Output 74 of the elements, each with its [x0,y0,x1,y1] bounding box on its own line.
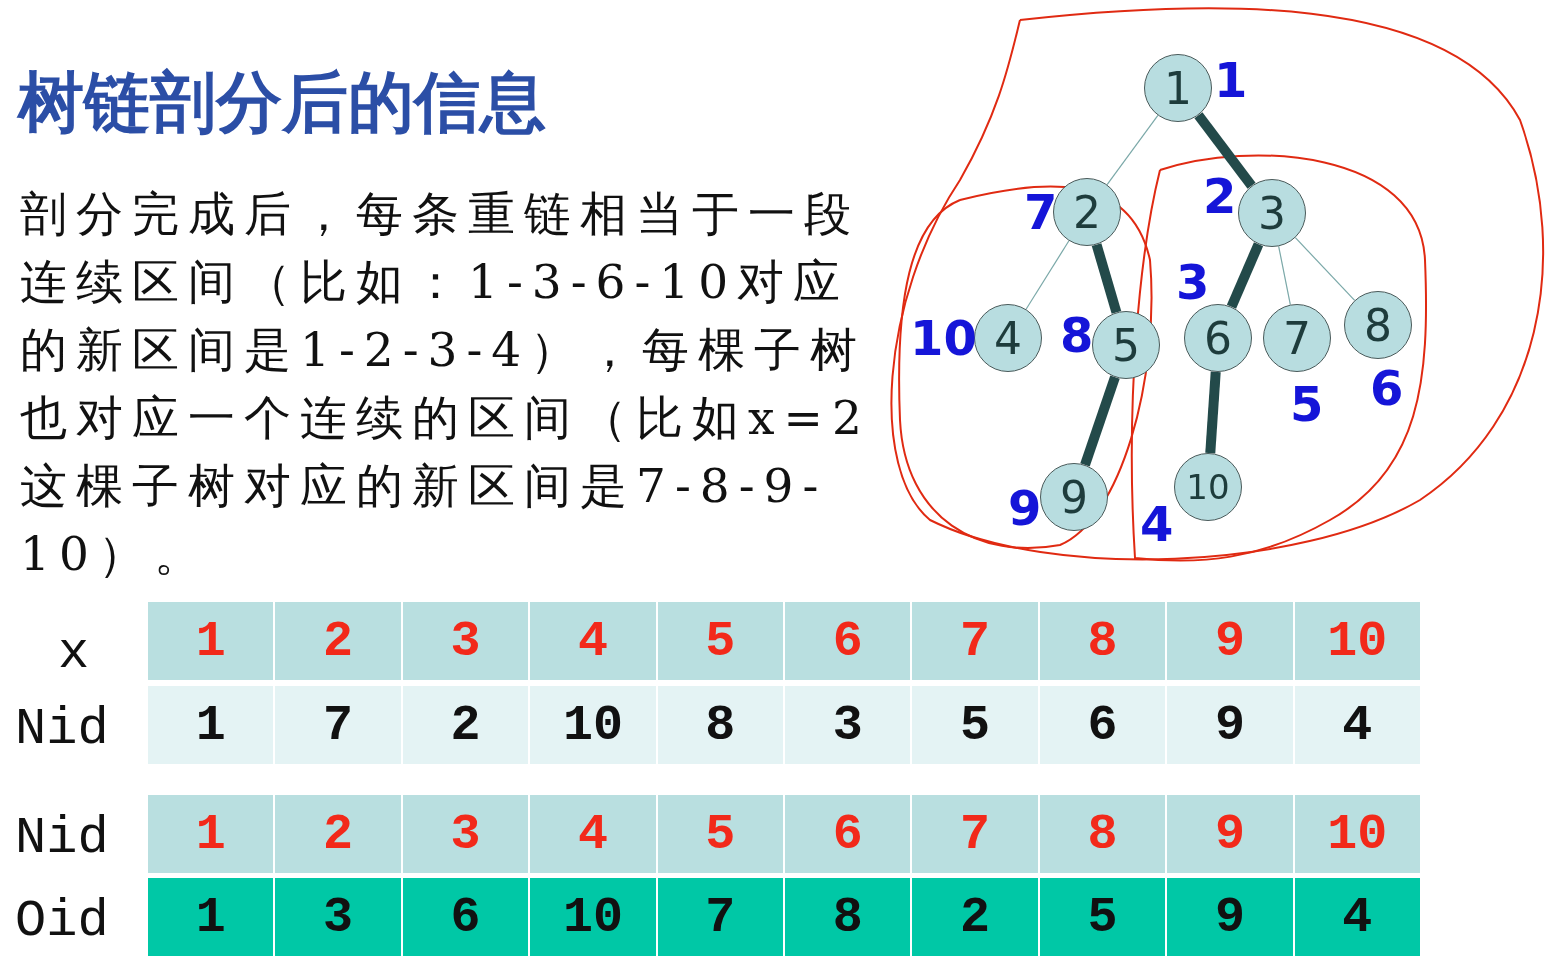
table-cell: 3 [402,795,529,873]
row-header: Nid [15,704,109,756]
table-cell: 1 [148,602,274,680]
table-cell: 4 [1294,878,1420,956]
row-header: Nid [15,813,109,865]
heavy-edge [1194,112,1256,189]
table-cell: 3 [785,686,911,764]
table-cell: 10 [530,878,656,956]
tree-node-circle: 7 [1263,304,1331,372]
table-cell: 8 [1039,602,1166,680]
table-cell: 7 [912,795,1038,873]
tree-node-circle: 2 [1053,178,1121,246]
table-cell: 3 [402,602,529,680]
table-cell: 7 [275,686,401,764]
table-cell: 5 [657,795,783,873]
table-cell: 5 [912,686,1038,764]
table-cell: 4 [530,795,656,873]
table-cell: 10 [1294,795,1420,873]
heavy-edge [1226,242,1264,309]
table-cell: 9 [1167,795,1293,873]
tree-node-circle: 3 [1238,179,1306,247]
row-header: x [58,628,90,680]
new-index-annotation: 3 [1176,258,1210,306]
tree-node-circle: 10 [1174,453,1242,521]
table-cell: 5 [657,602,783,680]
table-cell: 2 [912,878,1038,956]
tree-node-circle: 5 [1092,311,1160,379]
row-header: Oid [15,896,109,948]
table-cell: 2 [275,602,401,680]
tree-node-circle: 1 [1144,54,1212,122]
table-cell: 9 [1167,602,1293,680]
table-cell: 10 [1294,602,1420,680]
table-cell: 2 [402,686,529,764]
light-edge [1278,245,1291,306]
table-cell: 1 [148,686,274,764]
table-cell: 1 [148,795,274,873]
tree-node-circle: 6 [1184,304,1252,372]
new-index-annotation: 6 [1370,364,1404,412]
table-cell: 6 [1039,686,1166,764]
table-cell: 6 [785,602,911,680]
tree-node-circle: 4 [974,304,1042,372]
table-cell: 9 [1167,686,1293,764]
table-cell: 3 [275,878,401,956]
light-edge [1106,114,1159,186]
table-cell: 10 [530,686,656,764]
tree-node-circle: 9 [1040,463,1108,531]
description-paragraph: 剖分完成后，每条重链相当于一段连续区间（比如：1-3-6-10对应的新区间是1-2-3-4），每棵子树也对应一个连续的区间（比如x=2这棵子树对应的新区间是7-8-9-10）。 [20,185,872,583]
heavy-edge [1080,375,1120,467]
table-cell: 6 [785,795,911,873]
table-cell: 5 [1039,878,1166,956]
table-cell: 8 [785,878,911,956]
new-index-annotation: 8 [1060,311,1094,359]
new-index-annotation: 5 [1290,380,1324,428]
table-cell: 8 [1039,795,1166,873]
table-cell: 7 [657,878,783,956]
table-cell: 7 [912,602,1038,680]
heavy-edge [1205,371,1221,454]
new-index-annotation: 2 [1203,172,1237,220]
tree-node-circle: 8 [1344,291,1412,359]
new-index-annotation: 4 [1140,500,1174,548]
table-cell: 6 [402,878,529,956]
table-cell: 4 [1294,686,1420,764]
heavy-edge [1091,243,1122,314]
new-index-annotation: 9 [1008,484,1042,532]
table-cell: 2 [275,795,401,873]
light-edge [1025,240,1070,310]
new-index-annotation: 10 [910,314,977,362]
table-cell: 4 [530,602,656,680]
new-index-annotation: 1 [1214,56,1248,104]
table-cell: 8 [657,686,783,764]
table-cell: 9 [1167,878,1293,956]
table-cell: 1 [148,878,274,956]
light-edge [1294,237,1356,301]
slide-title: 树链剖分后的信息 [18,63,546,143]
